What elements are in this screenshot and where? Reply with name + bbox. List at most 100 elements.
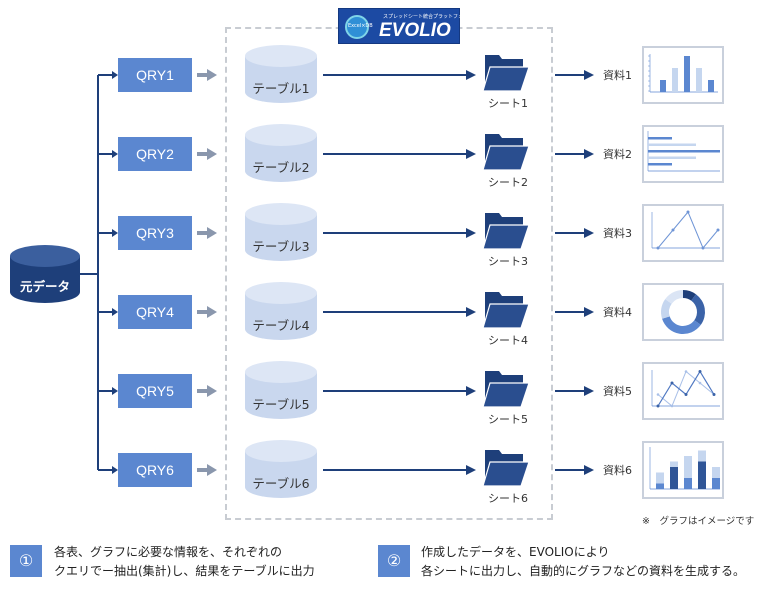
thumb-bar bbox=[648, 143, 696, 146]
arrowhead-icon bbox=[584, 228, 594, 238]
document-thumbnail-1 bbox=[642, 46, 724, 104]
thumb-bar-top bbox=[698, 450, 706, 462]
table-label-2: テーブル2 bbox=[252, 160, 310, 175]
step-1-badge: ① bbox=[10, 545, 42, 577]
thumb-bar bbox=[648, 150, 720, 153]
arrowhead-icon bbox=[466, 228, 476, 238]
table-label-5: テーブル5 bbox=[252, 397, 310, 412]
arrowhead-icon bbox=[466, 70, 476, 80]
arrowhead-icon bbox=[466, 465, 476, 475]
thumb-point bbox=[716, 228, 720, 232]
thumb-point bbox=[656, 404, 660, 408]
branch-arrow bbox=[98, 150, 118, 158]
gray-arrow-icon bbox=[197, 306, 217, 318]
query-box-4: QRY4 bbox=[118, 295, 192, 329]
document-thumbnail-6 bbox=[642, 441, 724, 499]
thumb-bar-base bbox=[712, 478, 720, 489]
document-label-2: 資料2 bbox=[603, 148, 632, 161]
sheet-folder-icon bbox=[483, 371, 529, 408]
document-label-3: 資料3 bbox=[603, 227, 632, 240]
thumb-slice bbox=[661, 299, 672, 319]
table-label-6: テーブル6 bbox=[252, 476, 310, 491]
thumb-point bbox=[684, 393, 688, 396]
sheet-folder-icon bbox=[483, 292, 529, 329]
gray-arrow-icon bbox=[197, 69, 217, 81]
table-cylinder-icon bbox=[245, 203, 317, 261]
sheet-to-doc-line bbox=[555, 311, 585, 313]
thumb-bar bbox=[708, 80, 714, 92]
thumb-bar bbox=[672, 68, 678, 92]
thumb-bar-top bbox=[712, 467, 720, 478]
document-thumbnail-2 bbox=[642, 125, 724, 183]
thumb-point bbox=[684, 370, 688, 373]
table-cylinder-icon bbox=[245, 124, 317, 182]
thumb-point bbox=[686, 210, 690, 214]
branch-arrow bbox=[98, 71, 118, 79]
step-2-badge: ② bbox=[378, 545, 410, 577]
source-label: 元データ bbox=[19, 279, 70, 294]
thumb-bar bbox=[660, 80, 666, 92]
arrowhead-icon bbox=[466, 307, 476, 317]
query-box-1: QRY1 bbox=[118, 58, 192, 92]
document-label-4: 資料4 bbox=[603, 306, 632, 319]
branch-arrow bbox=[98, 308, 118, 316]
thumb-point bbox=[701, 246, 705, 250]
arrowhead-icon bbox=[584, 386, 594, 396]
thumb-point bbox=[671, 228, 675, 232]
sheet-to-doc-line bbox=[555, 74, 585, 76]
thumb-slice bbox=[665, 290, 683, 304]
query-box-6: QRY6 bbox=[118, 453, 192, 487]
arrowhead-icon bbox=[584, 149, 594, 159]
arrowhead-icon bbox=[466, 386, 476, 396]
thumb-slice bbox=[662, 316, 701, 334]
table-to-sheet-line bbox=[323, 390, 469, 392]
table-cylinder-icon bbox=[245, 282, 317, 340]
arrowhead-icon bbox=[466, 149, 476, 159]
thumb-bar-top bbox=[684, 456, 692, 478]
table-to-sheet-line bbox=[323, 153, 469, 155]
gray-arrow-icon bbox=[197, 227, 217, 239]
table-label-1: テーブル1 bbox=[252, 81, 310, 96]
table-cylinder-icon bbox=[245, 440, 317, 498]
table-to-sheet-line bbox=[323, 74, 469, 76]
logo-emblem-icon: Excel×DB bbox=[345, 15, 373, 39]
branch-arrow bbox=[98, 229, 118, 237]
arrowhead-icon bbox=[584, 465, 594, 475]
table-label-3: テーブル3 bbox=[252, 239, 310, 254]
thumb-bar bbox=[648, 137, 672, 140]
thumb-bar-base bbox=[670, 467, 678, 489]
sheet-to-doc-line bbox=[555, 153, 585, 155]
branch-arrow bbox=[98, 466, 118, 474]
sheet-label-2: シート2 bbox=[488, 176, 528, 189]
gray-arrow-icon bbox=[197, 464, 217, 476]
thumb-point bbox=[656, 393, 660, 396]
sheet-label-1: シート1 bbox=[488, 97, 528, 110]
gray-arrow-icon bbox=[197, 385, 217, 397]
document-label-5: 資料5 bbox=[603, 385, 632, 398]
thumb-bar bbox=[684, 56, 690, 92]
sheet-label-5: シート5 bbox=[488, 413, 528, 426]
document-thumbnail-5 bbox=[642, 362, 724, 420]
document-thumbnail-4 bbox=[642, 283, 724, 341]
table-to-sheet-line bbox=[323, 469, 469, 471]
document-thumbnail-3 bbox=[642, 204, 724, 262]
evolio-logo: Excel×DB スプレッドシート統合プラットフォーム エヴォリオ EVOLIO bbox=[338, 8, 499, 44]
step-2-text: 作成したデータを、EVOLIOにより 各シートに出力し、自動的にグラフなどの資料… bbox=[421, 543, 745, 581]
thumb-bar-base bbox=[698, 461, 706, 489]
logo-badge-text: Excel×DB bbox=[348, 23, 373, 29]
thumb-bar-top bbox=[656, 472, 664, 484]
step-2-line-2: 各シートに出力し、自動的にグラフなどの資料を生成する。 bbox=[421, 564, 746, 578]
arrowhead-icon bbox=[584, 307, 594, 317]
sheet-folder-icon bbox=[483, 134, 529, 171]
sheet-to-doc-line bbox=[555, 469, 585, 471]
sheet-folder-icon bbox=[483, 213, 529, 250]
table-to-sheet-line bbox=[323, 232, 469, 234]
thumb-slice bbox=[691, 294, 705, 325]
query-box-5: QRY5 bbox=[118, 374, 192, 408]
table-cylinder-icon bbox=[245, 361, 317, 419]
thumb-slice bbox=[683, 290, 696, 301]
thumb-point bbox=[656, 246, 660, 250]
sheet-folder-icon bbox=[483, 55, 529, 92]
sheet-label-6: シート6 bbox=[488, 492, 528, 505]
